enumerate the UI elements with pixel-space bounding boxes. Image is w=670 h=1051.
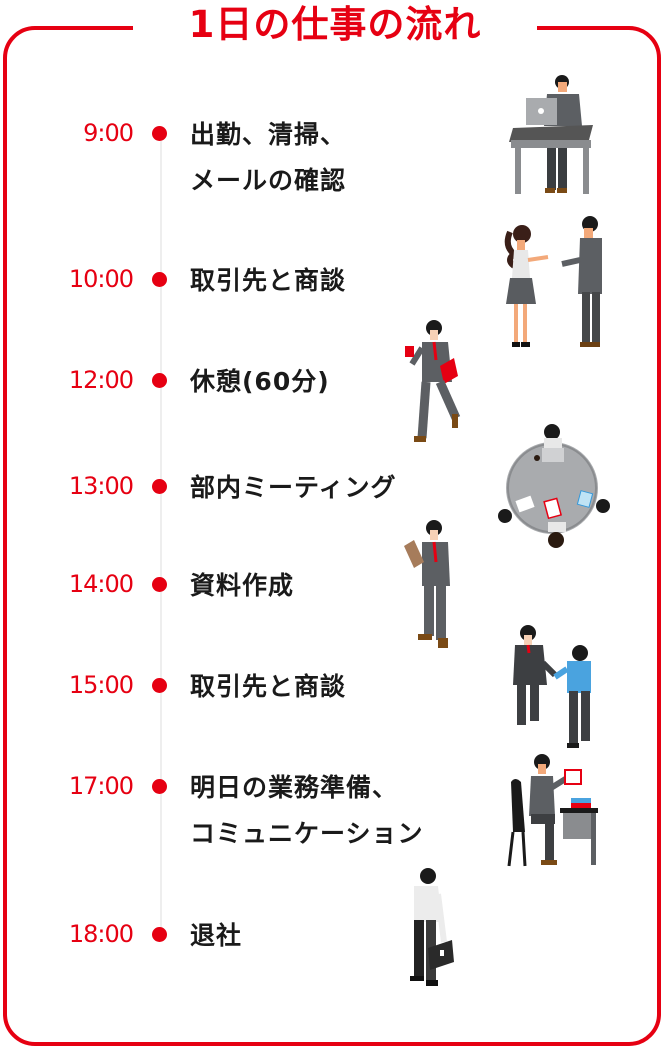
timeline-dot [152,927,167,942]
man-briefcase-illustration [410,868,454,986]
timeline-dot [152,479,167,494]
man-walking-coffee-illustration [405,320,461,442]
task-label: 休憩(60分) [190,367,330,396]
time-label: 14:00 [68,570,134,598]
task-label: 出勤、清掃、 メールの確認 [190,120,347,195]
time-label: 13:00 [68,472,134,500]
man-clipboard-illustration [404,520,450,648]
task-label: 資料作成 [190,571,295,600]
timeline-dot [152,373,167,388]
time-label: 12:00 [68,366,134,394]
timeline-dot [152,272,167,287]
title-container: 1日の仕事の流れ [133,0,537,50]
time-label: 15:00 [68,671,134,699]
task-label: 部内ミーティング [190,473,397,502]
time-label: 9:00 [83,119,134,147]
timeline-dot [152,577,167,592]
time-label: 18:00 [68,920,134,948]
handshake-illustration [513,625,591,748]
task-label: 明日の業務準備、 コミュニケーション [190,773,424,848]
man-at-laptop-illustration [509,75,593,194]
business-card-exchange-illustration [504,216,602,347]
time-label: 17:00 [68,772,134,800]
task-label: 取引先と商談 [190,672,347,701]
timeline-dot [152,779,167,794]
timeline-dot [152,126,167,141]
task-label: 取引先と商談 [190,266,347,295]
time-label: 10:00 [68,265,134,293]
timeline-line [160,140,162,930]
page-title: 1日の仕事の流れ [188,3,482,46]
timeline-dot [152,678,167,693]
task-label: 退社 [190,921,243,950]
round-table-meeting-illustration [498,424,610,548]
man-reading-desk-illustration [507,754,598,867]
